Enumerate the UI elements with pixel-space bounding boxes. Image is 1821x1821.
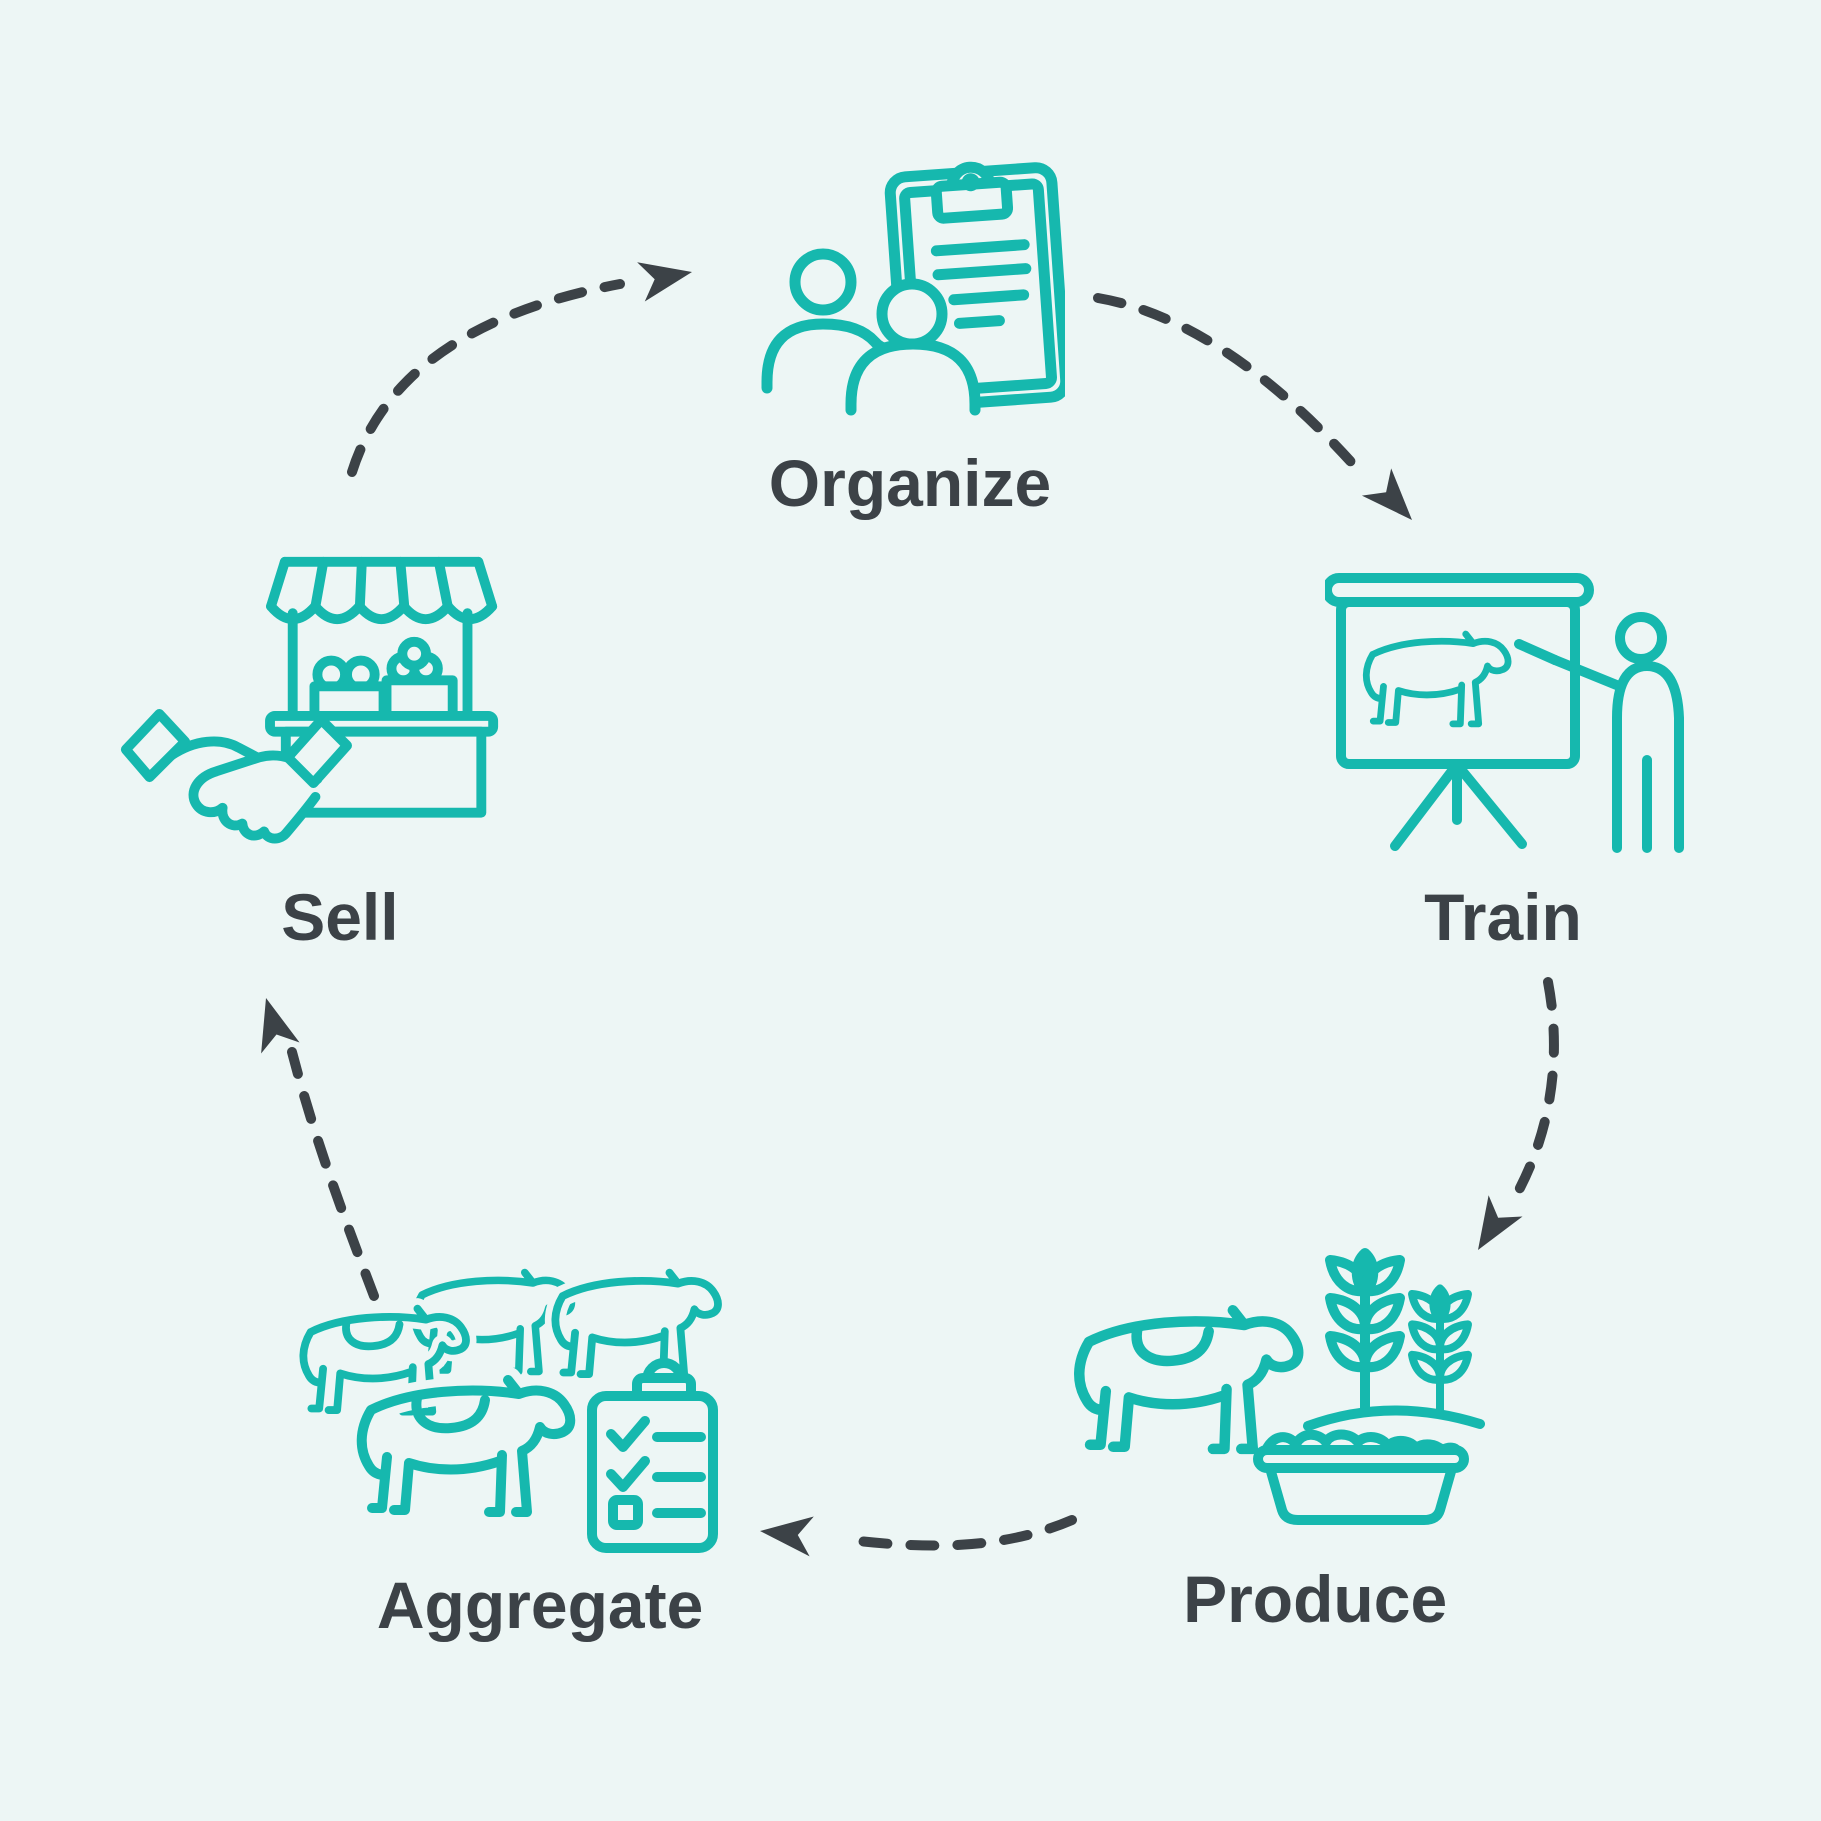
trainer-person <box>1514 612 1684 853</box>
arrow-sell-to-organize <box>347 262 692 477</box>
tripod-leg-right <box>1454 762 1527 849</box>
wheat-plant-short <box>1412 1284 1468 1418</box>
node-aggregate: Aggregate <box>295 1252 735 1652</box>
person-right <box>845 278 981 416</box>
checkmark <box>606 1456 650 1492</box>
arrow-organize-to-train <box>1093 293 1412 520</box>
cow-feed-trough-icon <box>1058 1248 1485 1525</box>
board-screen <box>1336 597 1580 769</box>
cattle-herd-checklist-icon <box>295 1252 735 1553</box>
left-cuff <box>120 709 191 783</box>
node-label-produce: Produce <box>1183 1562 1448 1636</box>
feed-trough <box>1253 1429 1469 1525</box>
handshake-market-stall-icon <box>120 556 499 844</box>
arrow-train-to-produce <box>1478 977 1559 1250</box>
spotted-cow <box>1079 1310 1298 1449</box>
team-clipboard-icon <box>761 161 1065 416</box>
checkmark <box>606 1416 650 1452</box>
herd-cow-2 <box>555 1273 718 1376</box>
node-label-train: Train <box>1424 880 1582 954</box>
node-produce: Produce <box>1058 1248 1488 1648</box>
node-organize: Organize <box>755 150 1065 530</box>
herd-cow-4 <box>362 1380 571 1512</box>
awning-scallops <box>266 601 498 625</box>
node-sell: Sell <box>112 552 507 962</box>
goods-crates <box>309 636 458 721</box>
cow-drawing <box>1366 634 1508 724</box>
presentation-training-icon <box>1325 573 1684 853</box>
node-train: Train <box>1325 568 1695 958</box>
arrow-aggregate-to-sell <box>261 998 379 1301</box>
handshake <box>120 709 352 844</box>
node-label-sell: Sell <box>281 880 399 954</box>
node-label-aggregate: Aggregate <box>376 1568 704 1642</box>
right-cuff <box>282 714 352 789</box>
wheat-plant-tall <box>1330 1248 1400 1414</box>
empty-checkbox <box>608 1495 643 1530</box>
tripod-leg-left <box>1390 762 1460 851</box>
pointer-stick <box>1514 639 1560 665</box>
hill <box>1303 1405 1485 1431</box>
checklist-clipboard <box>587 1358 718 1553</box>
arrow-produce-to-aggregate <box>760 1515 1077 1557</box>
node-label-organize: Organize <box>768 446 1052 520</box>
